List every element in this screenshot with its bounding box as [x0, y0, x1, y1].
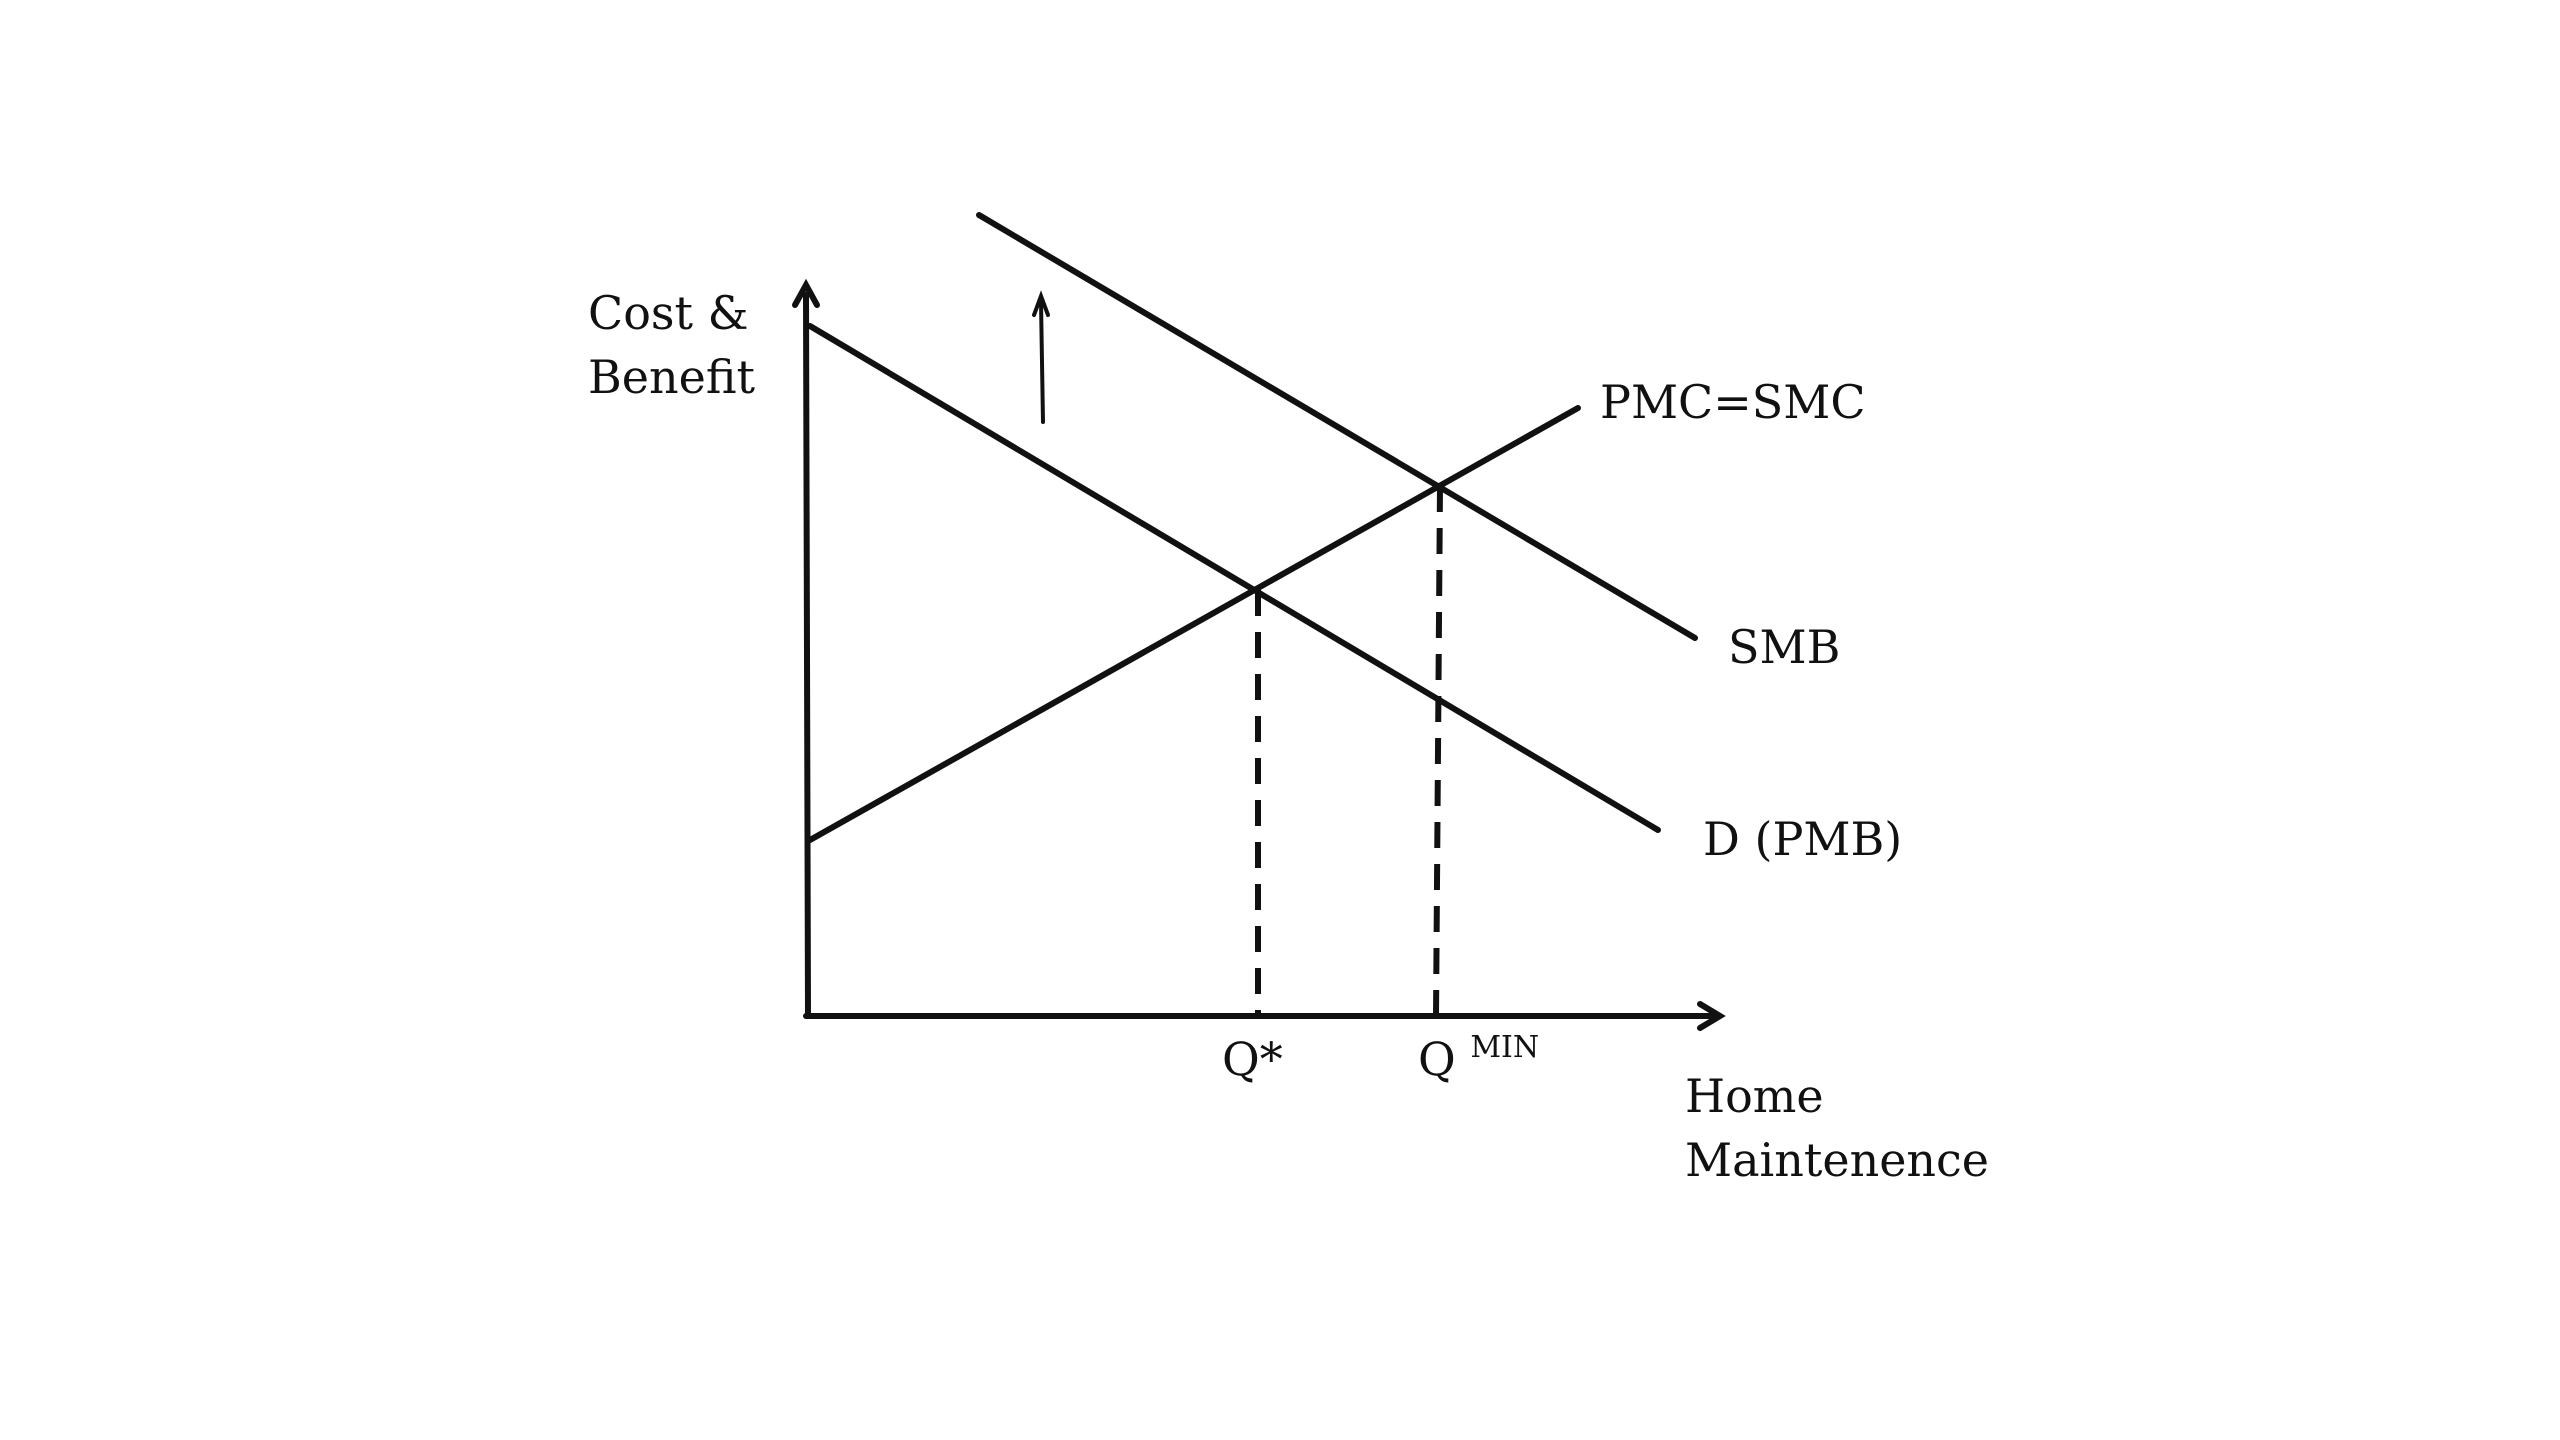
demand-curve — [807, 323, 1661, 833]
x-axis-arrowhead — [1697, 1001, 1726, 1031]
shift-arrowhead — [1032, 290, 1050, 317]
q-min-label: Q MIN — [1418, 1030, 1539, 1086]
social-benefit-label: SMB — [1728, 620, 1840, 674]
shift-arrow — [1039, 300, 1045, 424]
supply-label: PMC=SMC — [1600, 375, 1866, 429]
x-axis-label-line-1: Home — [1685, 1069, 1824, 1123]
y-axis-label-line-2: Benefit — [588, 350, 756, 404]
social-benefit-curve — [976, 212, 1698, 641]
q-min-label-base: Q — [1418, 1032, 1456, 1086]
q-min-guide — [1433, 485, 1443, 1017]
x-axis-label: Home Maintenence — [1685, 1069, 1989, 1187]
supply-curve — [807, 405, 1581, 843]
demand-label: D (PMB) — [1703, 812, 1902, 866]
y-axis-arrowhead — [792, 278, 820, 308]
y-axis — [803, 292, 811, 1019]
y-axis-label: Cost & Benefit — [588, 286, 763, 404]
q-star-label: Q* — [1222, 1032, 1283, 1086]
y-axis-label-line-1: Cost & — [588, 286, 749, 340]
x-axis-label-line-2: Maintenence — [1685, 1133, 1989, 1187]
q-min-label-sup: MIN — [1470, 1030, 1539, 1065]
